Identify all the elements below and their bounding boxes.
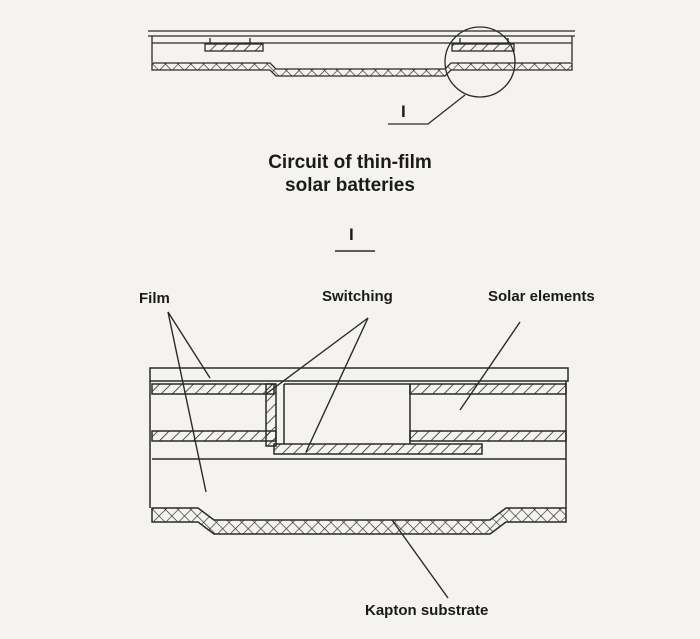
electrode-bottom-right [409, 430, 567, 442]
caption-line-2: solar batteries [285, 175, 415, 196]
label-solar-elements: Solar elements [488, 288, 595, 305]
leader-film-1 [167, 311, 211, 379]
detail-leader [388, 94, 466, 125]
detail-marker: I [401, 102, 406, 121]
switching-vertical [265, 383, 277, 447]
label-switching: Switching [322, 288, 393, 305]
overview-substrate [151, 62, 573, 77]
electrode-top-right [409, 383, 567, 395]
electrode-top-left [151, 383, 275, 395]
caption-line-1: Circuit of thin-film [268, 152, 432, 173]
leader-lines [167, 311, 521, 599]
diagram-caption: Circuit of thin-film solar batteries [210, 151, 490, 197]
detail-circle [444, 26, 516, 98]
switching-bottom [273, 443, 483, 455]
overview-switch-right [451, 43, 515, 52]
label-kapton-substrate: Kapton substrate [365, 602, 489, 619]
film-top-layer [149, 367, 569, 382]
leader-solar-elements [459, 321, 521, 411]
overview-switch-left [204, 43, 264, 52]
electrode-bottom-left [151, 430, 277, 442]
leader-kapton [391, 519, 449, 599]
detail-drawing [149, 367, 569, 535]
label-film: Film [139, 290, 170, 307]
leader-switching-2 [305, 317, 369, 453]
kapton-substrate-layer [151, 507, 567, 535]
overview-drawing [148, 26, 575, 125]
leader-switching-1 [265, 317, 369, 395]
leader-film-2 [167, 311, 207, 493]
section-marker: I [349, 225, 354, 244]
